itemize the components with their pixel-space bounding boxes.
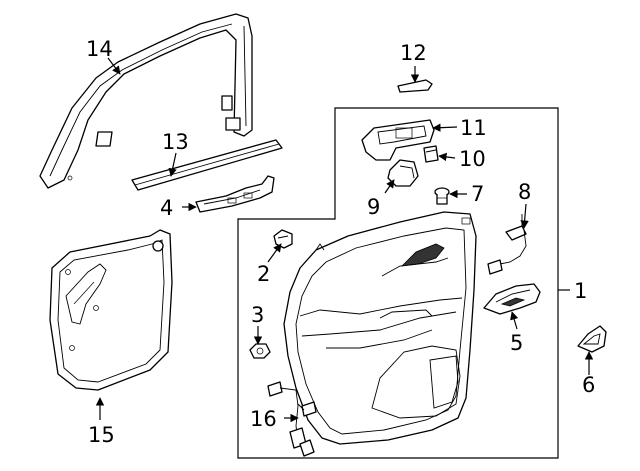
part-16-wiring-harness xyxy=(267,381,317,457)
callout-1: 1 xyxy=(574,279,587,303)
part-6-trim-cover xyxy=(577,325,607,353)
callout-13: 13 xyxy=(162,130,189,154)
leader-8 xyxy=(520,203,529,229)
part-11-switch-bezel xyxy=(361,119,435,161)
callout-2: 2 xyxy=(257,262,270,286)
part-13-belt-weatherstrip xyxy=(131,139,283,191)
callout-15: 15 xyxy=(88,423,115,447)
callout-4: 4 xyxy=(160,196,173,220)
callout-16: 16 xyxy=(250,407,277,431)
leader-2 xyxy=(267,243,282,263)
callout-7: 7 xyxy=(471,182,484,206)
part-3-retainer xyxy=(249,343,271,359)
callout-9: 9 xyxy=(367,195,380,219)
callout-10: 10 xyxy=(459,147,486,171)
part-14-window-frame xyxy=(39,13,253,189)
leader-14 xyxy=(107,57,121,75)
callout-14: 14 xyxy=(86,37,113,61)
part-12-cover xyxy=(397,79,433,93)
part-1-door-trim-panel xyxy=(283,211,477,445)
leader-lines xyxy=(95,57,594,423)
part-10-switch xyxy=(423,145,439,163)
callout-8: 8 xyxy=(518,180,531,204)
leader-5 xyxy=(510,311,519,330)
leader-9 xyxy=(384,179,395,194)
callout-5: 5 xyxy=(510,331,523,355)
part-4-bracket xyxy=(195,175,275,213)
leader-13 xyxy=(168,152,177,177)
callout-12: 12 xyxy=(400,41,427,65)
part-7-push-clip xyxy=(434,187,450,205)
part-5-inside-handle xyxy=(483,283,541,315)
part-15-water-deflector xyxy=(49,229,173,391)
callout-labels: 1 2 3 4 5 6 7 8 9 10 11 12 13 14 15 16 xyxy=(86,37,595,447)
leader-10 xyxy=(438,152,456,162)
leader-11 xyxy=(432,123,458,132)
callout-11: 11 xyxy=(460,116,487,140)
part-2-clip xyxy=(273,229,293,249)
assembly-box-outline xyxy=(237,107,559,459)
part-8-harness xyxy=(487,214,527,275)
callout-6: 6 xyxy=(582,373,595,397)
callout-3: 3 xyxy=(251,303,264,327)
